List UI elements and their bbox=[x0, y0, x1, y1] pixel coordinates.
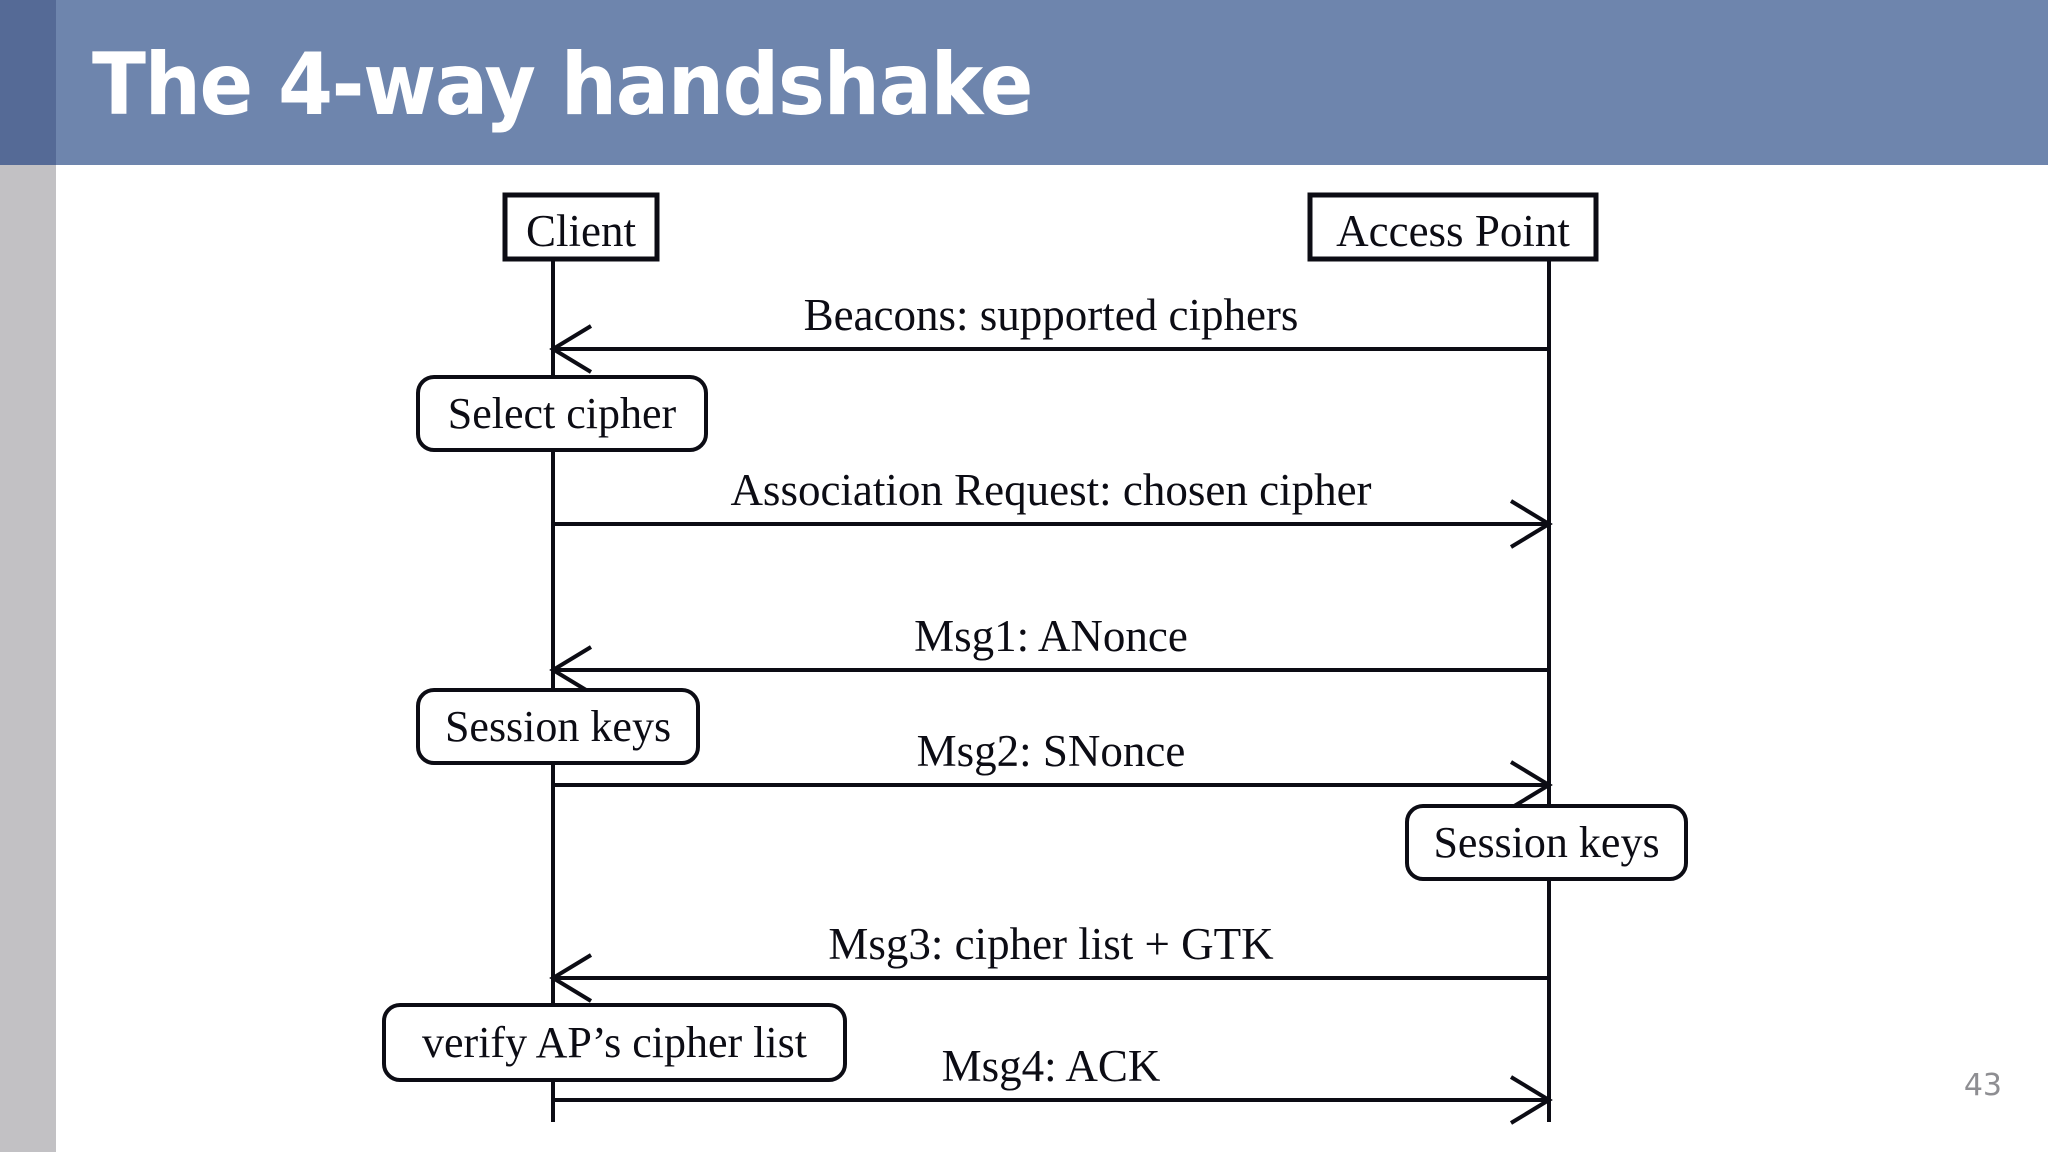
message-label-beacons: Beacons: supported ciphers bbox=[803, 290, 1299, 340]
header-accent-strip bbox=[0, 0, 56, 165]
arrowhead-4 bbox=[1509, 760, 1553, 810]
slide-header-band: The 4-way handshake bbox=[0, 0, 2048, 165]
left-sidebar-rail bbox=[0, 165, 56, 1152]
message-label-association-request: Association Request: chosen cipher bbox=[730, 465, 1372, 515]
note-box-ap-session-keys bbox=[1405, 804, 1688, 881]
note-box-select-cipher bbox=[416, 375, 708, 452]
page-title: The 4-way handshake bbox=[92, 35, 1033, 135]
note-label-client-session-keys: Session keys bbox=[444, 702, 672, 751]
actor-label-access-point: Access Point bbox=[1336, 206, 1570, 256]
arrowhead-3 bbox=[549, 645, 593, 695]
page-number: 43 bbox=[1963, 1068, 2002, 1103]
message-label-msg4-ack: Msg4: ACK bbox=[941, 1041, 1161, 1091]
note-label-verify-ap-cipher-list: verify AP’s cipher list bbox=[422, 1018, 807, 1067]
arrowhead-5 bbox=[549, 953, 593, 1003]
arrowhead-6 bbox=[1509, 1075, 1553, 1125]
actor-label-client: Client bbox=[526, 206, 636, 256]
actor-box-client bbox=[502, 192, 660, 262]
arrowhead-1 bbox=[549, 324, 593, 374]
note-box-verify-ap-cipher-list bbox=[382, 1003, 847, 1082]
note-box-client-session-keys bbox=[416, 688, 700, 765]
note-label-select-cipher: Select cipher bbox=[447, 389, 677, 438]
message-label-msg3-cipher-list-gtk: Msg3: cipher list + GTK bbox=[828, 919, 1274, 969]
message-label-msg2-snonce: Msg2: SNonce bbox=[916, 726, 1186, 776]
actor-box-access-point bbox=[1307, 192, 1599, 262]
note-label-ap-session-keys: Session keys bbox=[1433, 818, 1660, 867]
arrowhead-2 bbox=[1509, 499, 1553, 549]
message-label-msg1-anonce: Msg1: ANonce bbox=[914, 611, 1188, 661]
